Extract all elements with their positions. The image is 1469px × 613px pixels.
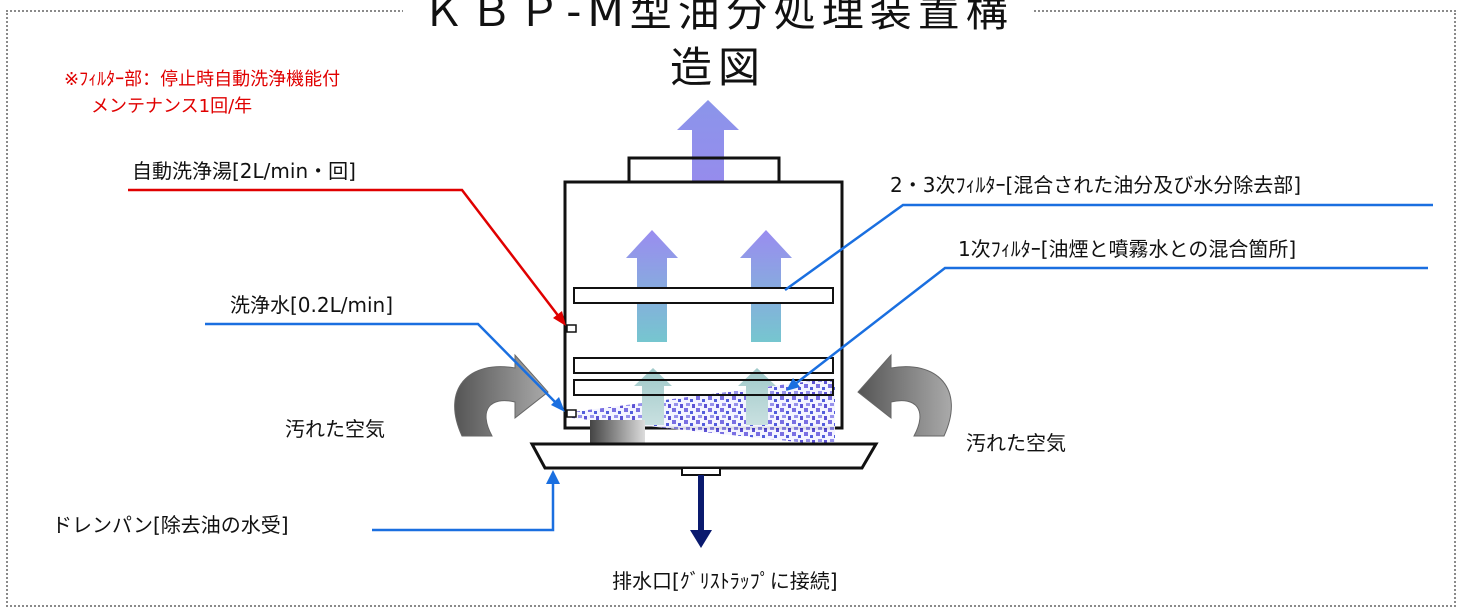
dirty-air-right-label: 汚れた空気	[966, 431, 1066, 455]
diagram-frame: ＫＢＰ-M型油分処理装置構造図	[6, 0, 1456, 607]
auto-wash-nozzle	[566, 324, 577, 333]
drain-pan-label: ドレンパン[除去油の水受]	[52, 513, 289, 537]
maintenance-note-line2: メンテナンス1回/年	[91, 96, 253, 117]
maintenance-note-line1: ※ﾌｨﾙﾀｰ部：停止時自動洗浄機能付	[64, 69, 341, 90]
filter-2-3-label: 2・3次ﾌｨﾙﾀｰ[混合された油分及び水分除去部]	[890, 173, 1302, 197]
dirty-air-left-icon	[454, 353, 549, 437]
wash-water-leader	[205, 322, 565, 412]
filter-1-bar-upper	[573, 357, 834, 374]
drain-arrow-icon	[690, 475, 712, 548]
filter-2-3-leader	[784, 203, 1433, 292]
dirty-air-right-icon	[857, 353, 952, 437]
filter-1-bar-lower	[573, 379, 834, 396]
inner-flow-arrows-lower	[634, 368, 776, 425]
diagram-title: ＫＢＰ-M型油分処理装置構造図	[403, 0, 1033, 92]
upflow-arrow-icon	[626, 230, 792, 342]
drain-pan-leader	[372, 470, 560, 532]
filter-2-3-bar	[573, 287, 834, 304]
wash-water-label: 洗浄水[0.2L/min]	[230, 293, 394, 317]
wash-water-nozzle	[566, 409, 577, 418]
filter-1-label: 1次ﾌｨﾙﾀｰ[油煙と噴霧水との混合箇所]	[958, 237, 1297, 261]
drain-pan	[529, 442, 879, 470]
filter-1-leader	[786, 266, 1428, 391]
drain-outlet-label: 排水口[ｸﾞﾘｽﾄﾗｯﾌﾟに接続]	[612, 569, 838, 593]
auto-wash-label: 自動洗浄湯[2L/min・回]	[132, 159, 356, 183]
air-inlet	[590, 420, 645, 444]
drain-stub	[681, 467, 721, 476]
auto-wash-leader	[128, 188, 566, 326]
dirty-air-left-label: 汚れた空気	[285, 417, 385, 441]
